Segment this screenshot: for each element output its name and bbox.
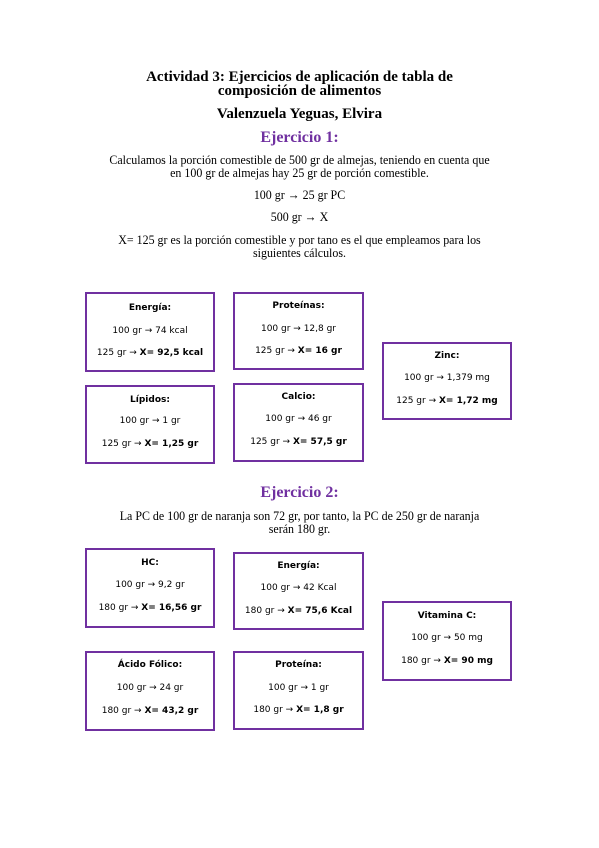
exercise-1-result-line2: siguientes cálculos. bbox=[252, 245, 347, 260]
nutrient-box-title: Zinc: bbox=[434, 351, 460, 361]
exercise-1-equation-2: 500 gr → X bbox=[270, 209, 329, 224]
exercise-1-equation-1: 100 gr → 25 gr PC bbox=[253, 187, 346, 202]
nutrient-box-title: Proteína: bbox=[275, 660, 322, 670]
exercise-1-paragraph-line1: Calculamos la porción comestible de 500 … bbox=[109, 152, 490, 167]
nutrient-box-hc: HC: 100 gr → 9,2 gr 180 gr → X= 16,56 gr bbox=[85, 548, 215, 628]
nutrient-box-vitamina-c: Vitamina C: 100 gr → 50 mg 180 gr → X= 9… bbox=[382, 601, 512, 681]
nutrient-box-line2: 180 gr → X= 1,8 gr bbox=[253, 705, 344, 715]
nutrient-box-line2: 125 gr → X= 1,72 mg bbox=[396, 396, 498, 406]
nutrient-box-line2: 180 gr → X= 90 mg bbox=[401, 656, 493, 666]
nutrient-box-line1: 100 gr → 24 gr bbox=[116, 683, 184, 693]
nutrient-box-title: Proteínas: bbox=[272, 301, 325, 311]
nutrient-box-title: Lípidos: bbox=[130, 395, 170, 405]
nutrient-box-line2: 180 gr → X= 43,2 gr bbox=[101, 706, 199, 716]
document-title-line2: composición de alimentos bbox=[217, 83, 382, 99]
nutrient-box-title: Energía: bbox=[277, 561, 320, 571]
nutrient-box-title: Energía: bbox=[128, 303, 172, 313]
nutrient-box-zinc: Zinc: 100 gr → 1,379 mg 125 gr → X= 1,72… bbox=[382, 342, 512, 420]
nutrient-box-line1: 100 gr → 50 mg bbox=[411, 633, 483, 643]
nutrient-box-line2: 180 gr → X= 16,56 gr bbox=[98, 603, 202, 613]
nutrient-box-line1: 100 gr → 46 gr bbox=[265, 414, 332, 424]
nutrient-box-line1: 100 gr → 9,2 gr bbox=[115, 580, 185, 590]
nutrient-box-title: Calcio: bbox=[281, 392, 316, 402]
nutrient-box-title: Vitamina C: bbox=[417, 611, 477, 621]
exercise-2-paragraph-line2: serán 180 gr. bbox=[268, 521, 331, 536]
nutrient-box-line1: 100 gr → 42 Kcal bbox=[260, 583, 337, 593]
exercise-1-result-line1: X= 125 gr es la porción comestible y por… bbox=[118, 232, 481, 247]
nutrient-box-line2: 125 gr → X= 92,5 kcal bbox=[96, 348, 204, 358]
nutrient-box-line2: 180 gr → X= 75,6 Kcal bbox=[244, 606, 353, 616]
nutrient-box-acido-folico: Ácido Fólico: 100 gr → 24 gr 180 gr → X=… bbox=[85, 651, 215, 731]
exercise-1-heading: Ejercicio 1: bbox=[260, 129, 339, 146]
nutrient-box-title: Ácido Fólico: bbox=[117, 660, 183, 670]
nutrient-box-line1: 100 gr → 1 gr bbox=[119, 416, 181, 426]
document-title-line1: Actividad 3: Ejercicios de aplicación de… bbox=[146, 69, 453, 85]
nutrient-box-line1: 100 gr → 74 kcal bbox=[112, 326, 188, 336]
nutrient-box-line1: 100 gr → 1,379 mg bbox=[404, 373, 490, 383]
nutrient-box-line2: 125 gr → X= 1,25 gr bbox=[101, 439, 199, 449]
nutrient-box-calcio: Calcio: 100 gr → 46 gr 125 gr → X= 57,5 … bbox=[233, 383, 364, 462]
nutrient-box-line2: 125 gr → X= 57,5 gr bbox=[250, 437, 347, 447]
nutrient-box-energia-2: Energía: 100 gr → 42 Kcal 180 gr → X= 75… bbox=[233, 552, 364, 630]
nutrient-box-proteinas: Proteínas: 100 gr → 12,8 gr 125 gr → X= … bbox=[233, 292, 364, 370]
nutrient-box-lipidos: Lípidos: 100 gr → 1 gr 125 gr → X= 1,25 … bbox=[85, 385, 215, 464]
nutrient-box-title: HC: bbox=[141, 558, 159, 568]
nutrient-box-line1: 100 gr → 12,8 gr bbox=[260, 324, 337, 334]
exercise-1-paragraph-line2: en 100 gr de almejas hay 25 gr de porció… bbox=[170, 165, 429, 180]
nutrient-box-line1: 100 gr → 1 gr bbox=[268, 683, 329, 693]
nutrient-box-line2: 125 gr → X= 16 gr bbox=[255, 346, 342, 356]
exercise-2-heading: Ejercicio 2: bbox=[260, 484, 339, 501]
nutrient-box-proteina: Proteína: 100 gr → 1 gr 180 gr → X= 1,8 … bbox=[233, 651, 364, 730]
exercise-2-paragraph-line1: La PC de 100 gr de naranja son 72 gr, po… bbox=[119, 508, 480, 523]
author-name: Valenzuela Yeguas, Elvira bbox=[216, 106, 383, 122]
nutrient-box-energia: Energía: 100 gr → 74 kcal 125 gr → X= 92… bbox=[85, 292, 215, 372]
